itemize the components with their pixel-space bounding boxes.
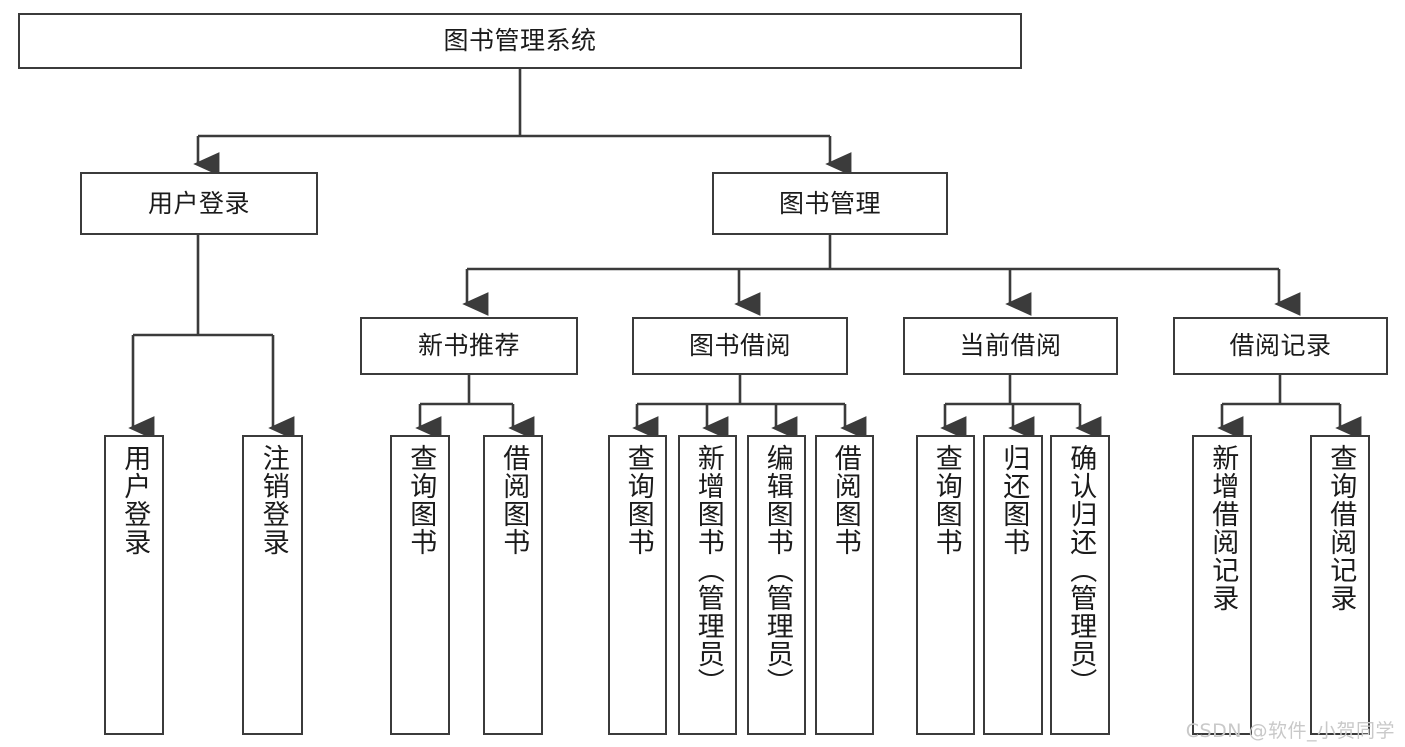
leaf-query-book-3-label: 查询图书 bbox=[930, 444, 962, 556]
node-borrow-record[interactable]: 借阅记录 bbox=[1173, 317, 1388, 375]
leaf-add-record[interactable]: 新增借阅记录 bbox=[1192, 435, 1252, 735]
leaf-user-logout[interactable]: 注销登录 bbox=[242, 435, 303, 735]
leaf-borrow-book-2-label: 借阅图书 bbox=[829, 444, 861, 556]
node-book-manage-label: 图书管理 bbox=[778, 188, 881, 218]
leaf-return-book[interactable]: 归还图书 bbox=[983, 435, 1043, 735]
leaf-borrow-book-2[interactable]: 借阅图书 bbox=[815, 435, 874, 735]
leaf-add-book[interactable]: 新增图书（管理员） bbox=[678, 435, 737, 735]
node-book-manage[interactable]: 图书管理 bbox=[712, 172, 948, 235]
leaf-confirm-return[interactable]: 确认归还（管理员） bbox=[1050, 435, 1110, 735]
leaf-user-login[interactable]: 用户登录 bbox=[104, 435, 164, 735]
node-new-book-recommend[interactable]: 新书推荐 bbox=[360, 317, 578, 375]
leaf-borrow-book-1[interactable]: 借阅图书 bbox=[483, 435, 543, 735]
leaf-query-book-1-label: 查询图书 bbox=[405, 444, 437, 556]
leaf-query-book-2[interactable]: 查询图书 bbox=[608, 435, 667, 735]
leaf-query-book-3[interactable]: 查询图书 bbox=[916, 435, 975, 735]
node-book-borrow[interactable]: 图书借阅 bbox=[632, 317, 848, 375]
leaf-return-book-label: 归还图书 bbox=[998, 444, 1030, 556]
node-new-book-recommend-label: 新书推荐 bbox=[417, 331, 520, 361]
leaf-borrow-book-1-label: 借阅图书 bbox=[498, 444, 530, 556]
leaf-user-login-label: 用户登录 bbox=[119, 444, 151, 556]
node-book-borrow-label: 图书借阅 bbox=[688, 331, 791, 361]
leaf-query-record-label: 查询借阅记录 bbox=[1325, 444, 1357, 612]
node-current-borrow-label: 当前借阅 bbox=[959, 331, 1062, 361]
leaf-query-record[interactable]: 查询借阅记录 bbox=[1310, 435, 1370, 735]
leaf-user-logout-label: 注销登录 bbox=[257, 444, 289, 556]
node-user-login[interactable]: 用户登录 bbox=[80, 172, 318, 235]
leaf-edit-book-label: 编辑图书（管理员） bbox=[761, 444, 793, 696]
node-borrow-record-label: 借阅记录 bbox=[1229, 331, 1332, 361]
node-root-label: 图书管理系统 bbox=[443, 26, 597, 56]
leaf-add-record-label: 新增借阅记录 bbox=[1207, 444, 1239, 612]
node-current-borrow[interactable]: 当前借阅 bbox=[903, 317, 1118, 375]
leaf-query-book-2-label: 查询图书 bbox=[622, 444, 654, 556]
node-user-login-label: 用户登录 bbox=[147, 188, 250, 218]
leaf-query-book-1[interactable]: 查询图书 bbox=[390, 435, 450, 735]
leaf-edit-book[interactable]: 编辑图书（管理员） bbox=[747, 435, 806, 735]
node-root[interactable]: 图书管理系统 bbox=[18, 13, 1022, 69]
watermark: CSDN @软件_小贺同学 bbox=[1185, 720, 1395, 742]
leaf-confirm-return-label: 确认归还（管理员） bbox=[1065, 444, 1097, 696]
leaf-add-book-label: 新增图书（管理员） bbox=[692, 444, 724, 696]
